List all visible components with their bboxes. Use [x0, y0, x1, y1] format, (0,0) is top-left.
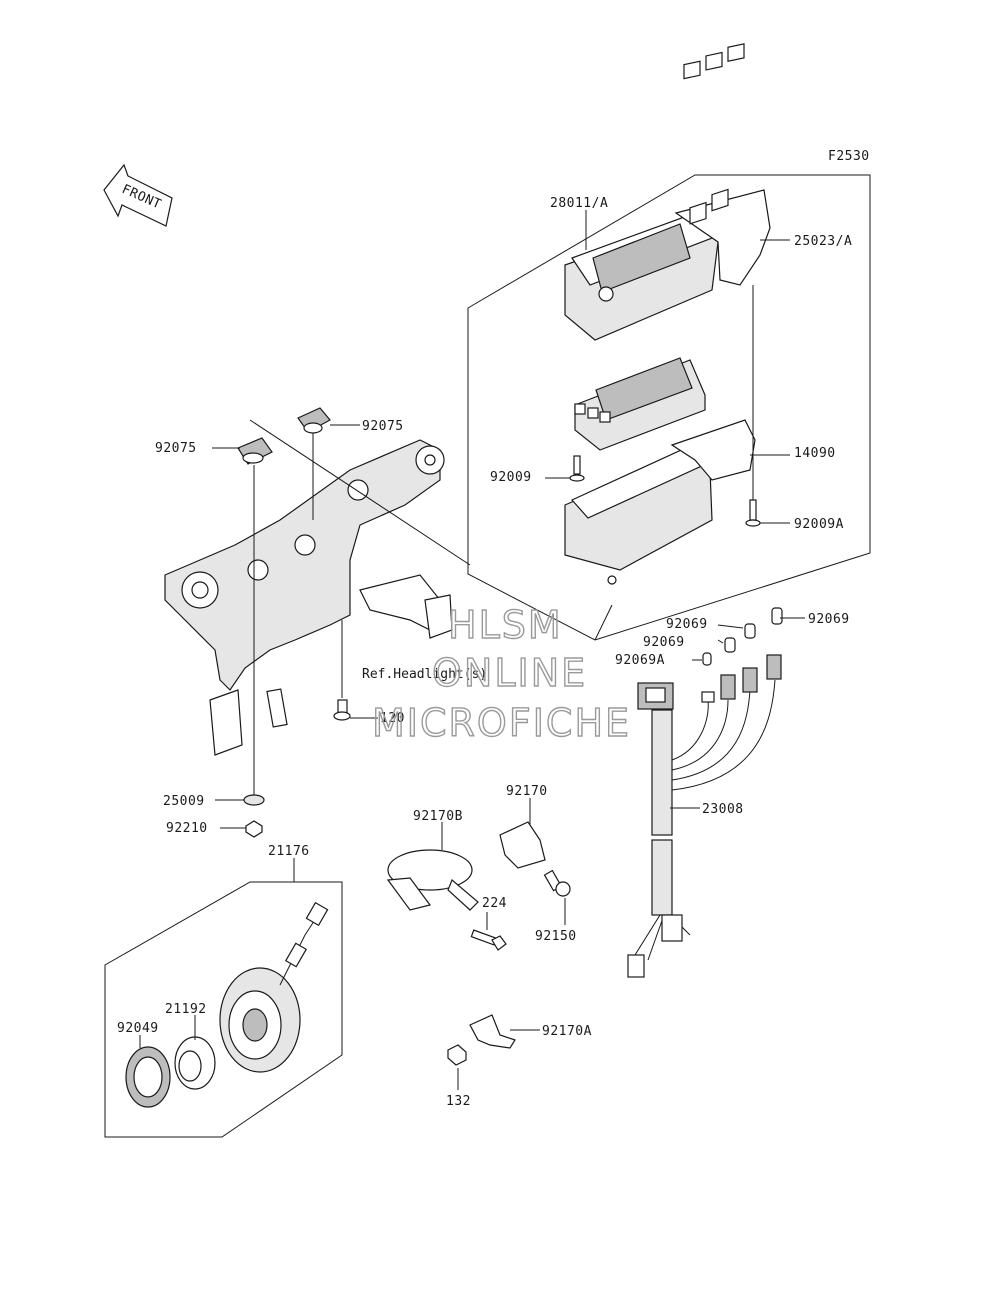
part-label-92009: 92009 — [490, 470, 532, 485]
part-label-92069-1: 92069 — [666, 617, 708, 632]
part-label-224: 224 — [482, 896, 507, 911]
part-label-92075-right: 92075 — [362, 419, 404, 434]
part-label-92049: 92049 — [117, 1021, 159, 1036]
figure-code: F2530 — [828, 149, 870, 164]
clamp-92170b — [386, 849, 479, 911]
meter-unit — [574, 357, 706, 451]
nut — [245, 820, 263, 838]
part-label-132: 132 — [446, 1094, 471, 1109]
part-label-14090: 14090 — [794, 446, 836, 461]
leader-lines — [139, 210, 805, 1090]
watermark: HLSM ONLINE MICROFICHE — [371, 602, 631, 745]
washer — [243, 794, 265, 806]
front-arrow-icon: FRONT — [103, 163, 173, 227]
part-label-92009A: 92009A — [794, 517, 844, 532]
oil-seal — [125, 1046, 171, 1108]
watermark-line-3: MICROFICHE — [372, 701, 631, 745]
clamp-92170 — [499, 821, 546, 869]
speedo-drive-box — [104, 881, 343, 1138]
part-label-120: 120 — [380, 711, 405, 726]
speedometer-gear-housing — [219, 901, 329, 1073]
watermark-line-2: ONLINE — [432, 651, 587, 695]
part-label-25023A: 25023/A — [794, 234, 852, 249]
part-label-21192: 21192 — [165, 1002, 207, 1017]
clamp-92170a — [469, 1014, 516, 1049]
bolt-120 — [333, 699, 351, 721]
reference-note: Ref.Headlight(s) — [362, 667, 487, 682]
part-label-92170B: 92170B — [413, 809, 463, 824]
meter-bracket — [164, 439, 453, 756]
part-label-92075-left: 92075 — [155, 441, 197, 456]
meter-assembly-box — [467, 174, 871, 641]
grommet-right — [297, 407, 331, 434]
bolt-92150 — [543, 869, 571, 897]
meter-screw — [569, 455, 585, 482]
part-label-92150: 92150 — [535, 929, 577, 944]
part-label-92069-2: 92069 — [643, 635, 685, 650]
part-label-92069A: 92069A — [615, 653, 665, 668]
bolt-132 — [447, 1044, 467, 1066]
part-label-25009: 25009 — [163, 794, 205, 809]
speedometer-gear — [174, 1036, 216, 1090]
watermark-line-1: HLSM — [448, 603, 563, 647]
part-label-92069-3: 92069 — [808, 612, 850, 627]
part-label-21176: 21176 — [268, 844, 310, 859]
part-label-28011A: 28011/A — [550, 196, 608, 211]
bolt-224 — [470, 929, 507, 951]
meter-upper-cover — [564, 43, 771, 341]
meter-wire-harness — [627, 654, 782, 978]
part-label-92210: 92210 — [166, 821, 208, 836]
bulb-socket-set — [702, 607, 783, 666]
grommet-left — [237, 437, 273, 465]
part-label-92170A: 92170A — [542, 1024, 592, 1039]
meter-lower-case — [564, 188, 756, 585]
part-label-92170: 92170 — [506, 784, 548, 799]
part-label-23008: 23008 — [702, 802, 744, 817]
meter-screw-a — [745, 499, 761, 527]
